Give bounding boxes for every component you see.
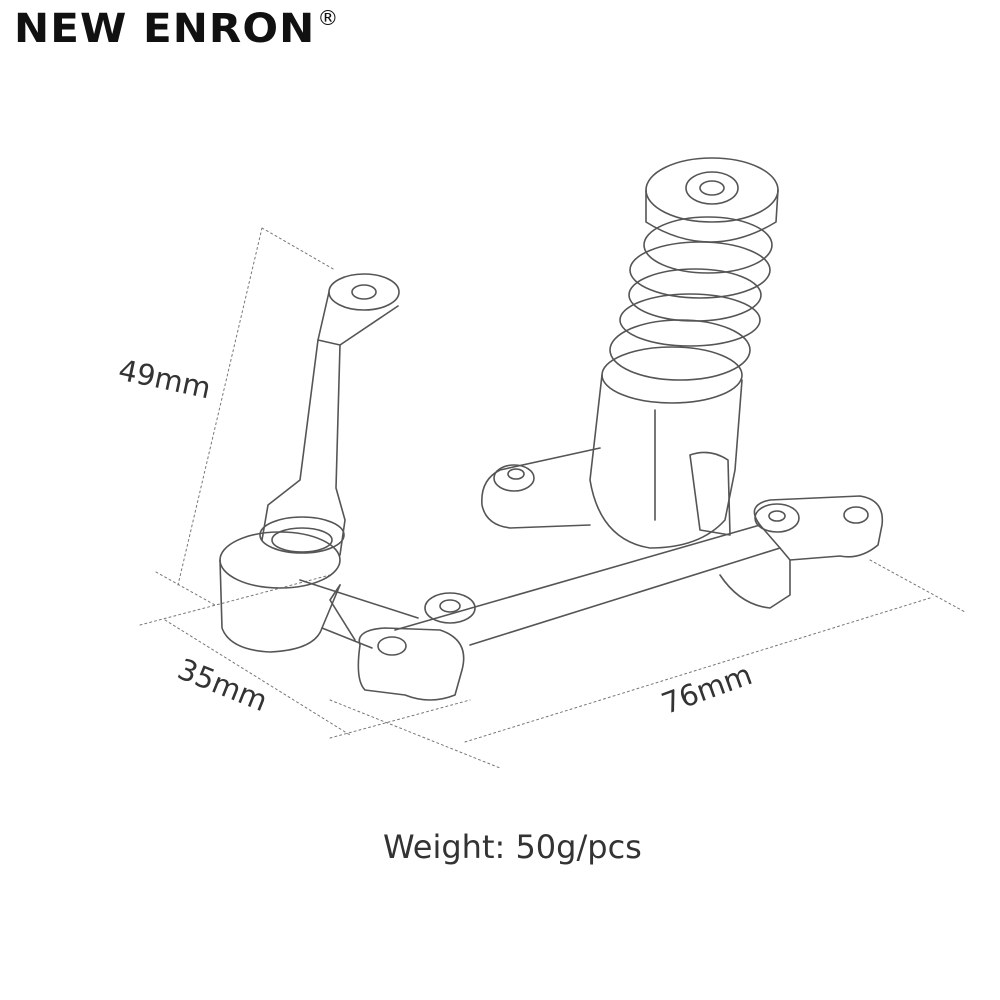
brand-name: NEW ENRON [14, 6, 316, 52]
registered-mark: ® [317, 6, 340, 30]
spring-post [481, 157, 779, 549]
link-arm [394, 495, 884, 646]
weight-label: Weight: 50g/pcs [383, 828, 642, 866]
dimension-lines [139, 227, 966, 769]
lower-link-end [357, 592, 476, 701]
steering-post [259, 273, 400, 556]
brand-logo: NEW ENRON® [14, 6, 339, 52]
left-crank [219, 531, 419, 653]
